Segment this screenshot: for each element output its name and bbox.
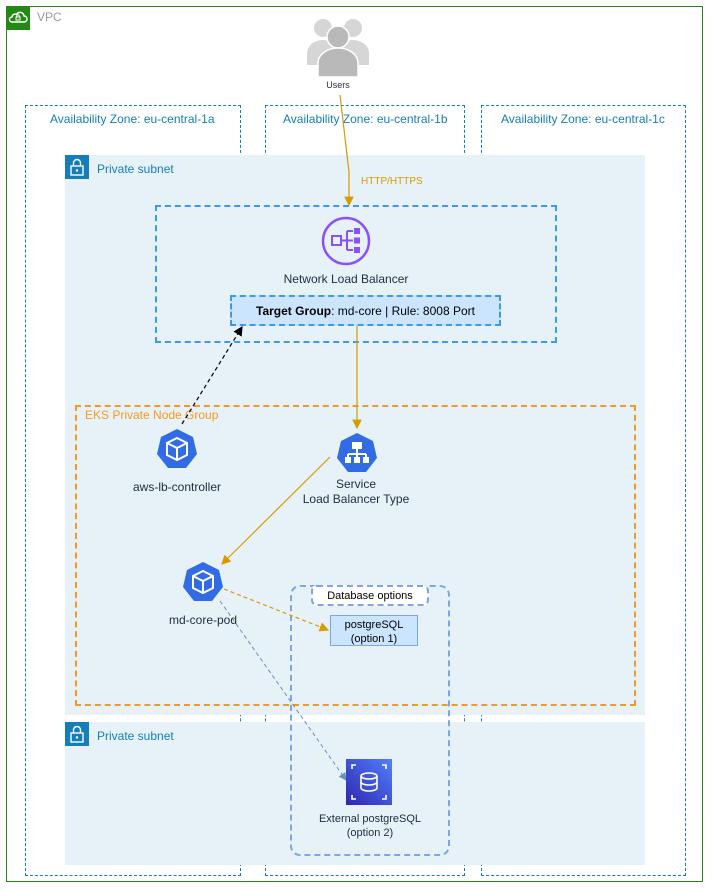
- subnet-label: Private subnet: [97, 729, 174, 743]
- postgresql-option1-node: postgreSQL (option 1): [330, 615, 418, 646]
- external-postgresql-label: External postgreSQL (option 2): [300, 812, 440, 840]
- users-to-nlb-edge: [339, 94, 354, 207]
- subnet-lock-icon: [65, 155, 89, 179]
- external-postgresql-line2: (option 2): [346, 827, 394, 839]
- postgresql-option1-line1: postgreSQL: [344, 619, 404, 631]
- aws-lb-controller-label: aws-lb-controller: [132, 480, 222, 494]
- availability-zone-label: Availability Zone: eu-central-1b: [283, 112, 448, 126]
- pod-to-external-postgresql-edge: [219, 600, 347, 781]
- vpc-cloud-icon: [6, 6, 30, 30]
- load-balancer-group: [155, 205, 557, 343]
- service-label-line1: Service: [335, 477, 376, 491]
- subnet-lock-icon: [65, 722, 89, 746]
- kubernetes-service-icon: [335, 431, 379, 475]
- controller-to-target-group-edge: [181, 325, 243, 425]
- kubernetes-pod-icon: [155, 427, 199, 471]
- kubernetes-pod-icon: [181, 560, 225, 604]
- pod-to-postgresql-option1-edge: [223, 588, 330, 632]
- database-options-label: Database options: [311, 585, 429, 606]
- eks-node-group: [75, 405, 636, 706]
- subnet-label: Private subnet: [97, 162, 174, 176]
- eks-node-group-label: EKS Private Node Group: [85, 408, 219, 422]
- http-https-label: HTTP/HTTPS: [361, 176, 423, 187]
- service-label-line2: Load Balancer Type: [302, 492, 410, 506]
- postgresql-option1-line2: (option 1): [350, 633, 398, 645]
- network-load-balancer-icon: [320, 215, 372, 267]
- vpc-label: VPC: [37, 10, 62, 24]
- rds-database-icon: [346, 759, 392, 805]
- users-icon: [301, 13, 375, 79]
- users-label: Users: [326, 80, 350, 90]
- availability-zone-label: Availability Zone: eu-central-1a: [50, 112, 215, 126]
- target-group-title: Target Group: [256, 303, 332, 318]
- availability-zone-label: Availability Zone: eu-central-1c: [501, 112, 665, 126]
- external-postgresql-line1: External postgreSQL: [318, 813, 422, 825]
- network-load-balancer-label: Network Load Balancer: [283, 272, 409, 286]
- vpc-container: [6, 6, 703, 882]
- service-to-pod-edge: [221, 456, 331, 565]
- service-label: Service Load Balancer Type: [281, 477, 431, 507]
- target-group-detail: : md-core | Rule: 8008 Port: [331, 303, 475, 318]
- target-group: Target Group: md-core | Rule: 8008 Port: [230, 295, 501, 326]
- md-core-pod-label: md-core-pod: [168, 613, 238, 627]
